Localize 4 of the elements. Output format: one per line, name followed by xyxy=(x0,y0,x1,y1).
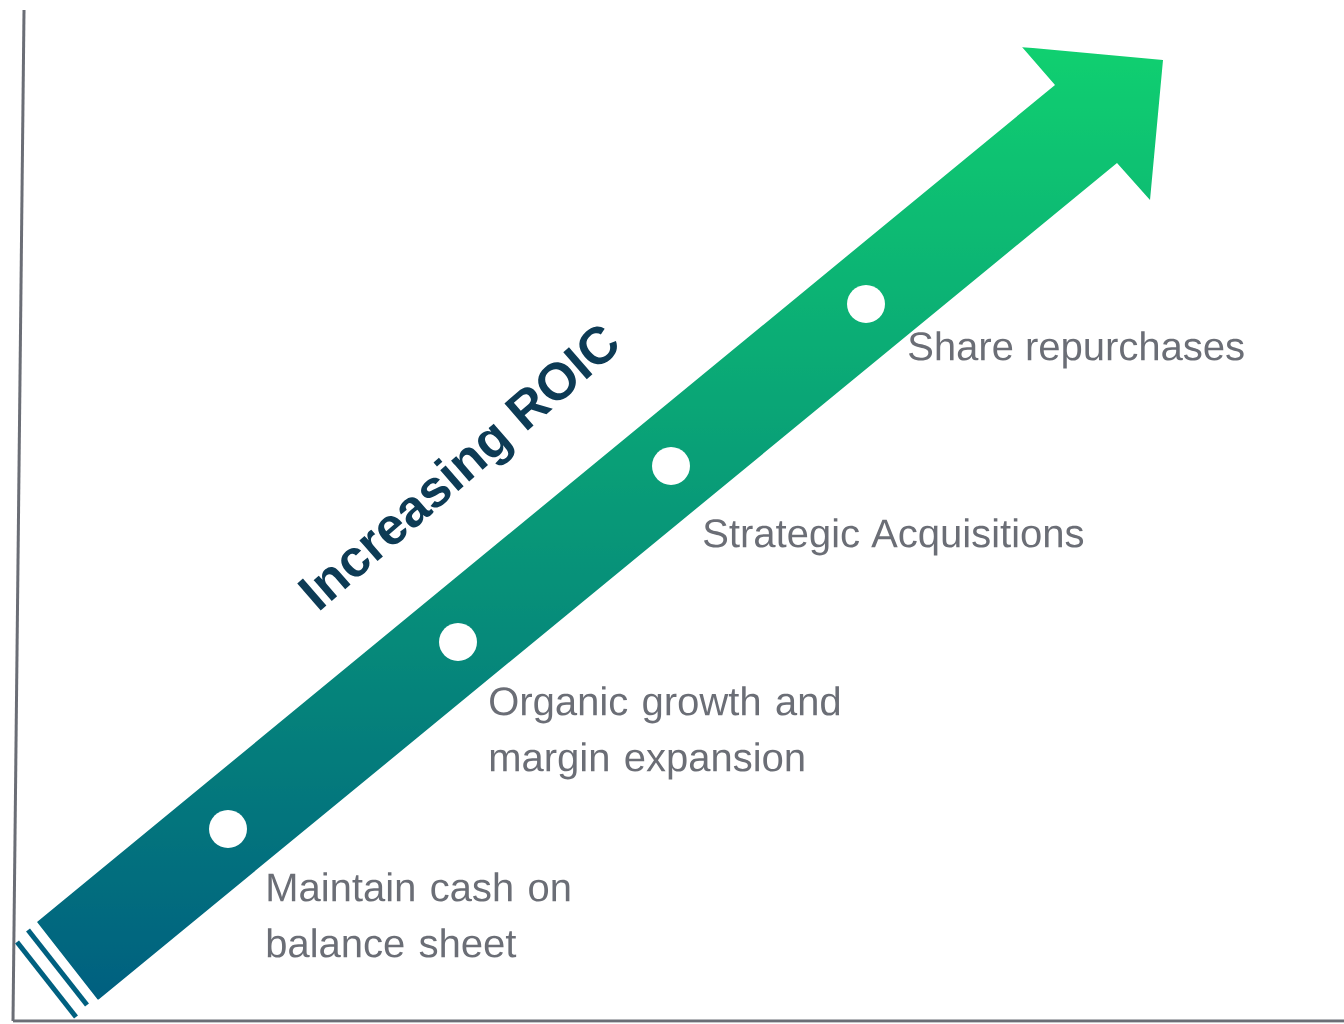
step-label: Share repurchases xyxy=(909,331,1244,369)
step-label: Maintain cash on balance sheet xyxy=(267,872,570,958)
step-label: Organic growth and margin expansion xyxy=(490,686,840,780)
step-label: Strategic Acquisitions xyxy=(704,518,1084,556)
